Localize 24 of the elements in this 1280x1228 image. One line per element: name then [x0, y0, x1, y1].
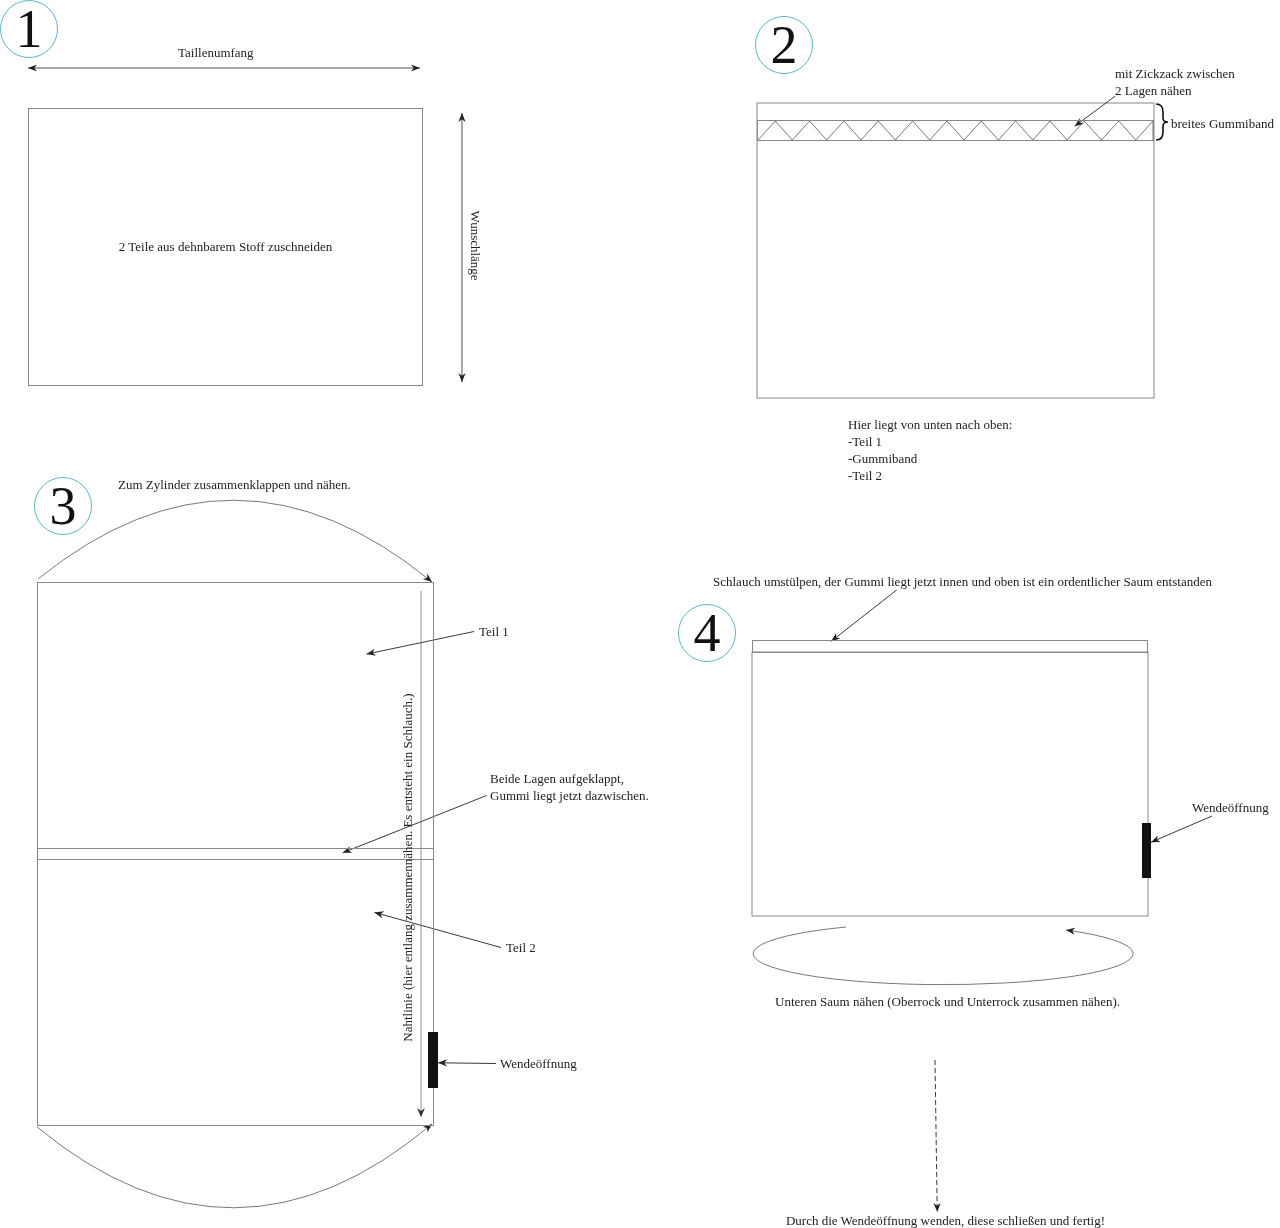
callout-text: Wendeöffnung	[500, 1055, 600, 1072]
instruction-text: Durch die Wendeöffnung wenden, diese schließen und fertig!	[773, 1212, 1118, 1228]
instruction-text: 2 Teile aus dehnbarem Stoff zuschneiden	[118, 239, 333, 255]
callout-text: Schlauch umstülpen, der Gummi liegt jetzt innen und oben ist ein ordentlicher Saum entstanden	[713, 573, 1253, 590]
opening-mark	[1142, 823, 1151, 878]
fabric-panel	[28, 108, 423, 386]
instruction-text: Zum Zylinder zusammenklappen und nähen.	[118, 476, 351, 493]
fabric-band	[752, 640, 1148, 653]
callout-text: Teil 1	[479, 623, 529, 640]
note-text: Hier liegt von unten nach oben:	[848, 416, 1013, 433]
callout-text: mit Zickzack zwischen 2 Lagen nähen	[1115, 65, 1243, 99]
callout-text: breites Gummiband	[1171, 115, 1274, 132]
instruction-text: Unteren Saum nähen (Oberrock und Unterrock zusammen nähen).	[775, 993, 1121, 1010]
callout-text: Beide Lagen aufgeklappt, Gummi liegt jetzt dazwischen.	[490, 770, 662, 804]
callout-text: Wendeöffnung	[1192, 799, 1280, 816]
note-text: -Teil 1	[848, 433, 883, 450]
callout-text: Teil 2	[506, 939, 556, 956]
note-text: -Gummiband	[848, 450, 918, 467]
opening-mark	[428, 1032, 438, 1088]
seam-label: Nahtlinie (hier entlang zusammennähen. Es entsteht ein Schlauch.)	[398, 692, 416, 1042]
dimension-label: Taillenumfang	[178, 44, 254, 61]
dimension-label: Wunschlänge	[466, 209, 484, 281]
note-text: -Teil 2	[848, 467, 883, 484]
elastic-band	[757, 120, 1154, 141]
